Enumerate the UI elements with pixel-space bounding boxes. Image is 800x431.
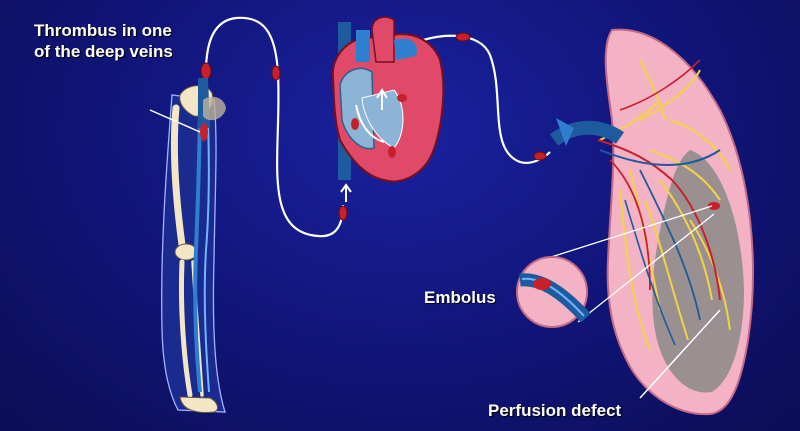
leg-skeleton <box>161 78 226 413</box>
embolus-magnifier <box>516 205 715 328</box>
perfusion-defect-label: Perfusion defect <box>488 401 622 420</box>
thrombus-leader-line <box>149 109 201 133</box>
heart <box>331 16 445 183</box>
embolus-label: Embolus <box>424 288 496 307</box>
direction-arrow-up-icon <box>340 183 352 202</box>
thrombus-label: Thrombus in one of the deep veins <box>34 20 173 62</box>
bronchial-tree <box>599 59 731 351</box>
thrombus-label-line1: Thrombus in one <box>34 21 172 40</box>
perfusion-leader-line <box>639 309 721 399</box>
embolus-path <box>204 16 345 238</box>
lung <box>549 28 754 416</box>
perfusion-defect-region <box>652 150 744 393</box>
thrombus-label-line2: of the deep veins <box>34 42 173 61</box>
clot-blobs <box>200 32 547 221</box>
